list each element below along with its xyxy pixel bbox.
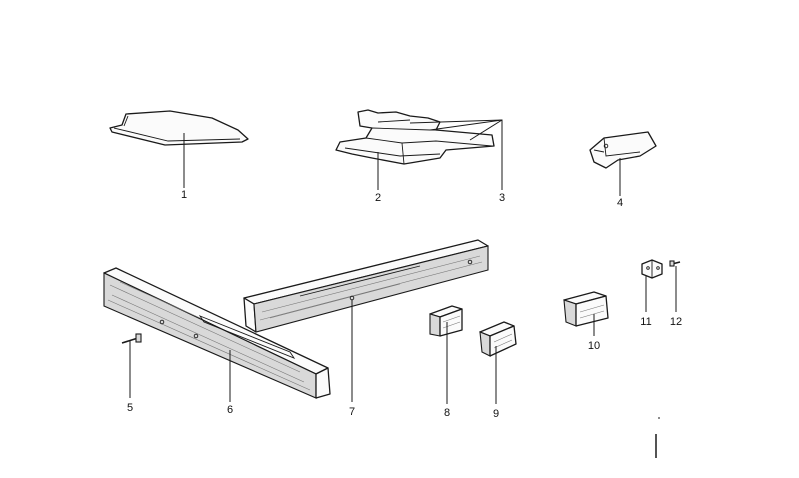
part-12-screw bbox=[669, 260, 681, 267]
callout-12: 12 bbox=[670, 316, 682, 328]
callout-11: 11 bbox=[640, 316, 651, 328]
callout-6: 6 bbox=[227, 404, 233, 416]
part-4-bracket bbox=[589, 131, 657, 169]
callout-7: 7 bbox=[349, 406, 355, 418]
callout-8: 8 bbox=[444, 407, 450, 419]
callout-1: 1 bbox=[181, 189, 187, 201]
callout-5: 5 bbox=[127, 402, 133, 414]
callout-3: 3 bbox=[499, 192, 505, 204]
leader-3b bbox=[469, 119, 503, 141]
leader-3c bbox=[429, 119, 503, 131]
callout-10: 10 bbox=[588, 340, 600, 352]
part-9-block bbox=[479, 321, 517, 357]
part-10-block bbox=[563, 291, 609, 327]
callout-2: 2 bbox=[375, 192, 381, 204]
part-5-screw bbox=[121, 333, 142, 344]
part-11-clip bbox=[641, 259, 663, 279]
part-2-3-mats bbox=[335, 109, 495, 165]
part-7-beam bbox=[243, 239, 489, 333]
part-8-block bbox=[429, 305, 463, 337]
part-6-beam bbox=[103, 267, 331, 399]
callout-9: 9 bbox=[493, 408, 499, 420]
callout-4: 4 bbox=[617, 197, 623, 209]
part-1-mat bbox=[109, 110, 249, 146]
